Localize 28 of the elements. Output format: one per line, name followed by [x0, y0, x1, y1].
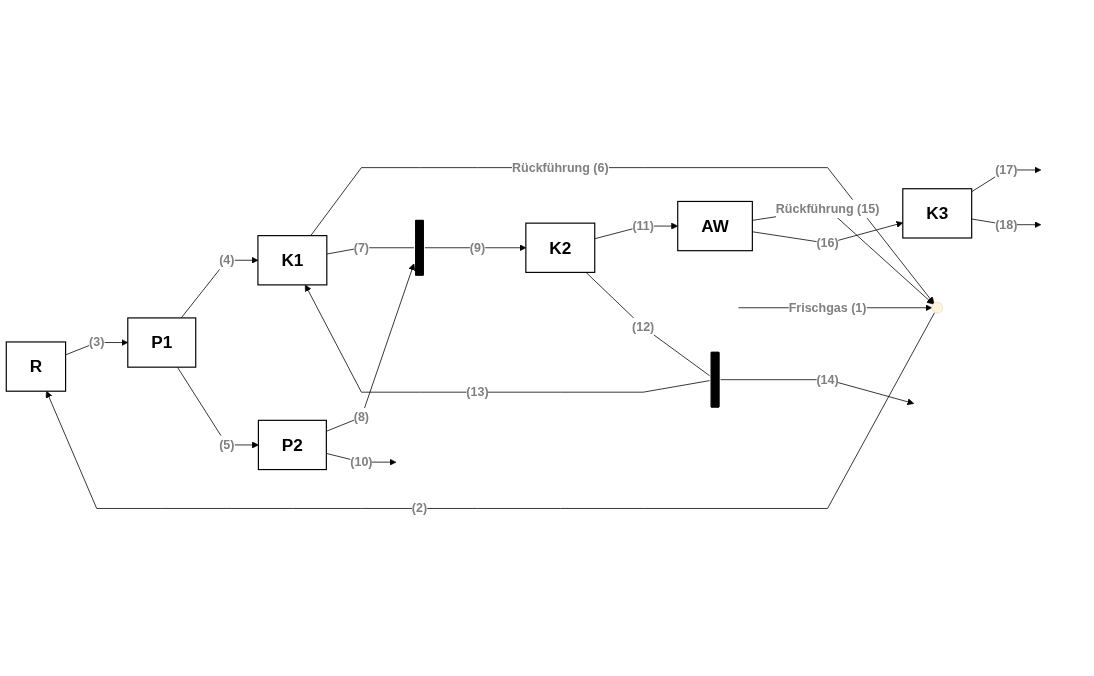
node-box: K1	[257, 235, 328, 286]
edge-label: (7)	[353, 240, 370, 254]
edge-label: (14)	[816, 372, 839, 386]
edge-label: (3)	[89, 335, 105, 349]
node-box: R	[5, 341, 67, 392]
edge-label: Frischgas (1)	[788, 300, 867, 314]
edge-label: (8)	[353, 410, 370, 424]
node-box: AW	[677, 200, 753, 252]
edge-label: (16)	[816, 236, 839, 250]
node-cross	[931, 301, 944, 314]
edge-label: (2)	[411, 501, 428, 515]
connector	[326, 247, 415, 255]
edge-label: (10)	[350, 455, 373, 469]
edge-label: (9)	[469, 240, 486, 254]
edge-label: (11)	[632, 218, 654, 233]
node-box: P2	[257, 419, 327, 471]
edge-label: (5)	[219, 437, 235, 452]
edge-label: (4)	[219, 253, 235, 267]
node-box: K2	[525, 222, 596, 273]
edge-label: (17)	[995, 162, 1018, 177]
node-box: K3	[902, 188, 973, 239]
edge-label: (18)	[995, 217, 1018, 231]
edge-label: (12)	[632, 320, 655, 334]
node-box: P1	[127, 317, 197, 368]
connector	[585, 271, 710, 376]
edge-label: Rückführung (6)	[512, 160, 609, 174]
edge-label: Rückführung (15)	[775, 201, 880, 216]
edge-label: (13)	[466, 385, 489, 399]
